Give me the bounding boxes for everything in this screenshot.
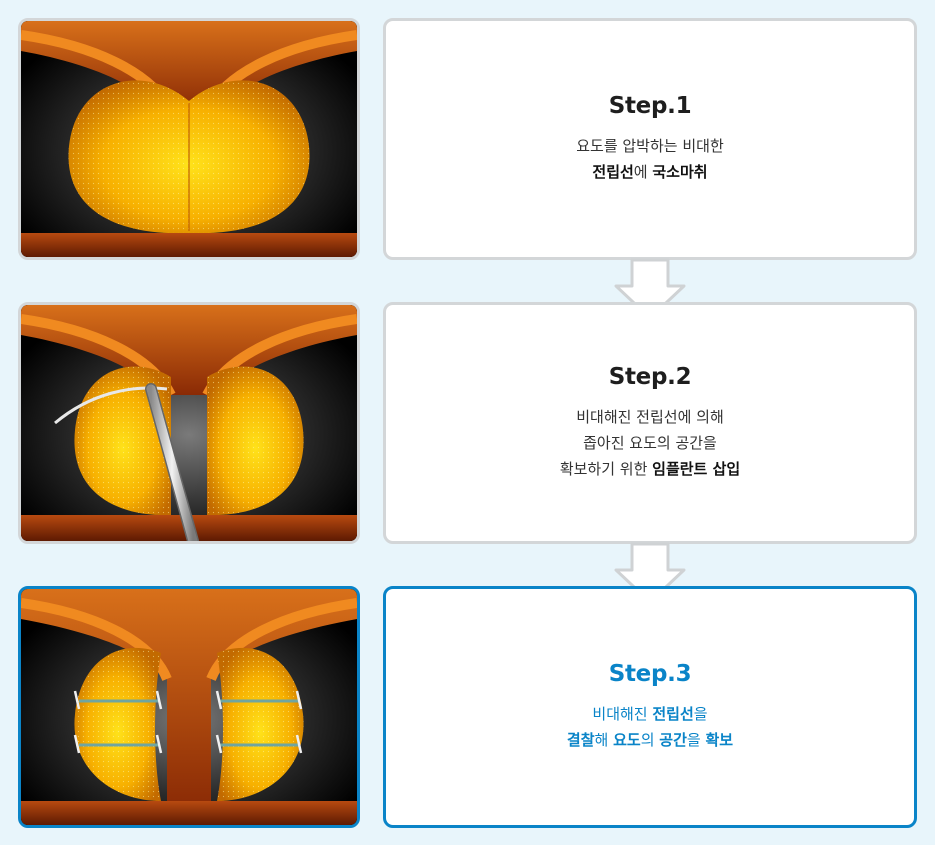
desc-line: 좁아진 요도의 공간을 <box>560 430 740 456</box>
desc-line: 요도를 압박하는 비대한 <box>576 133 724 159</box>
desc-text: 해 <box>594 731 614 749</box>
desc-text: 을 <box>686 731 706 749</box>
desc-text: 을 <box>693 705 708 723</box>
step-title: Step.3 <box>608 661 692 687</box>
desc-text: 에 <box>633 163 653 181</box>
step-2-illustration <box>18 302 360 544</box>
step-1-illustration <box>18 18 360 260</box>
desc-bold-text: 요도 <box>613 731 641 749</box>
ligated-prostate-illustration <box>21 589 357 825</box>
step-3-illustration <box>18 586 360 828</box>
step-2-card: Step.2 비대해진 전립선에 의해 좁아진 요도의 공간을 확보하기 위한 … <box>383 302 917 544</box>
desc-bold-text: 전립선 <box>592 163 634 181</box>
desc-line: 확보하기 위한 임플란트 삽입 <box>560 456 740 482</box>
step-description: 요도를 압박하는 비대한 전립선에 국소마취 <box>576 133 724 185</box>
desc-bold-text: 공간 <box>659 731 687 749</box>
desc-text: 의 <box>640 731 660 749</box>
step-description: 비대해진 전립선에 의해 좁아진 요도의 공간을 확보하기 위한 임플란트 삽입 <box>560 404 740 482</box>
desc-bold-text: 전립선 <box>652 705 694 723</box>
desc-line: 결찰해 요도의 공간을 확보 <box>567 727 733 753</box>
step-description: 비대해진 전립선을 결찰해 요도의 공간을 확보 <box>567 701 733 753</box>
desc-bold-text: 결찰 <box>566 731 595 749</box>
step-title: Step.1 <box>608 93 692 119</box>
desc-text: 비대해진 전립선에 의해 <box>576 408 724 426</box>
step-1-card: Step.1 요도를 압박하는 비대한 전립선에 국소마취 <box>383 18 917 260</box>
desc-text: 요도를 압박하는 비대한 <box>576 137 724 155</box>
step-3-card: Step.3 비대해진 전립선을 결찰해 요도의 공간을 확보 <box>383 586 917 828</box>
enlarged-prostate-illustration <box>21 21 357 257</box>
desc-line: 비대해진 전립선을 <box>567 701 733 727</box>
desc-line: 전립선에 국소마취 <box>576 159 724 185</box>
desc-bold-text: 임플란트 삽입 <box>652 460 741 478</box>
needle-insertion-illustration <box>21 305 357 541</box>
desc-text: 좁아진 요도의 공간을 <box>583 434 717 452</box>
desc-text: 비대해진 <box>592 705 653 723</box>
desc-bold-text: 확보 <box>705 731 734 749</box>
desc-text: 확보하기 위한 <box>559 460 653 478</box>
desc-line: 비대해진 전립선에 의해 <box>560 404 740 430</box>
step-title: Step.2 <box>608 364 692 390</box>
desc-bold-text: 국소마취 <box>652 163 708 181</box>
